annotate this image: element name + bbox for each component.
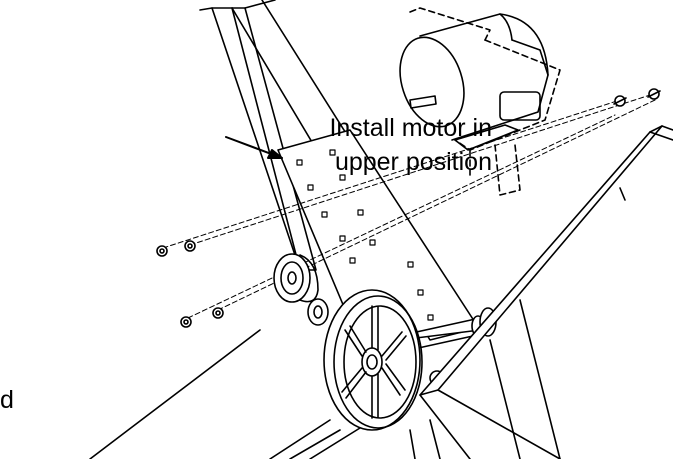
callout-line-1: Install motor in bbox=[329, 114, 492, 142]
nuts-left bbox=[156, 240, 224, 328]
bolts-right bbox=[613, 88, 661, 107]
callout-leader-arrow bbox=[225, 136, 283, 159]
lower-legs bbox=[89, 329, 441, 459]
callout-line-2: upper position bbox=[334, 148, 492, 176]
motor bbox=[399, 7, 561, 196]
edge-text-fragment: d bbox=[0, 386, 14, 414]
mounting-holes bbox=[296, 149, 434, 321]
right-frame bbox=[419, 125, 673, 459]
large-wheel bbox=[323, 289, 423, 431]
small-pulley bbox=[273, 253, 329, 326]
